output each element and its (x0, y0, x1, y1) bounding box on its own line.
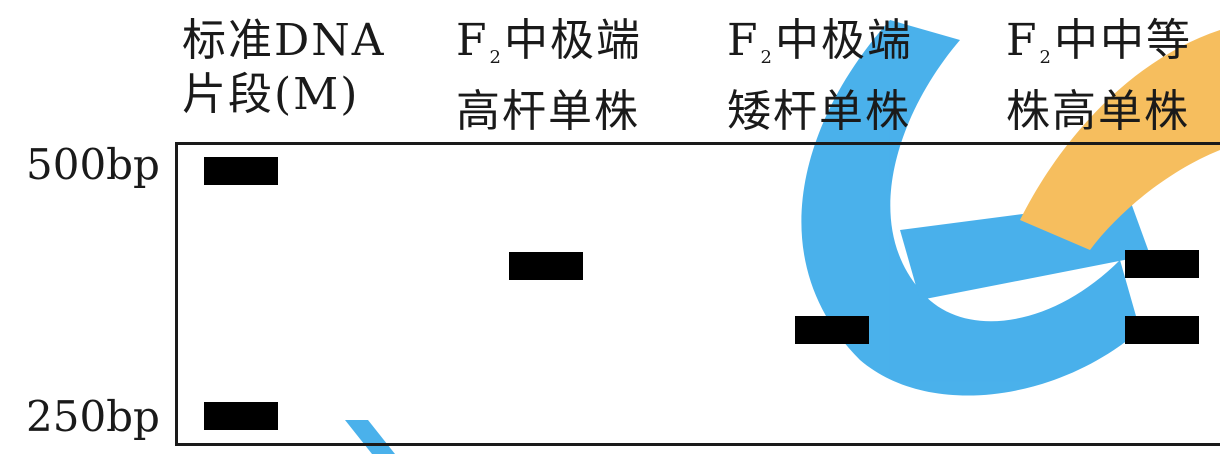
lane-header-desc: 中极端 (774, 15, 913, 66)
band-marker-500bp (204, 157, 278, 185)
lane-header-line1: 标准DNA (182, 15, 386, 66)
marker-label-500bp: 500bp (26, 140, 160, 189)
lane-header-line2: 矮杆单株 (727, 86, 911, 137)
lane-header-f: F (727, 15, 760, 66)
band-medium-plant-lower (1125, 316, 1199, 344)
lane-header-line2: 高杆单株 (456, 86, 640, 137)
lane-header-tall: F2中极端 高杆单株 (456, 14, 642, 139)
lane-header-medium: F2中中等 株高单株 (1006, 14, 1192, 139)
band-marker-250bp (204, 402, 278, 430)
watermark-orange-stroke (1020, 30, 1220, 250)
lane-header-marker: 标准DNA 片段(M) (182, 14, 386, 122)
band-tall-plant (509, 252, 583, 280)
gel-frame (175, 142, 1220, 446)
lane-header-f: F (1006, 15, 1039, 66)
band-short-plant (795, 316, 869, 344)
lane-header-subscript: 2 (1039, 47, 1051, 68)
band-medium-plant-upper (1125, 250, 1199, 278)
marker-label-250bp: 250bp (26, 392, 160, 441)
lane-header-subscript: 2 (489, 47, 501, 68)
lane-header-desc: 中中等 (1053, 15, 1192, 66)
lane-header-line2: 株高单株 (1006, 86, 1190, 137)
lane-header-short: F2中极端 矮杆单株 (727, 14, 913, 139)
watermark-blue-stroke (801, 20, 1140, 396)
lane-header-line1: F2中极端 (456, 14, 642, 85)
lane-header-subscript: 2 (760, 47, 772, 68)
lane-header-desc: 中极端 (503, 15, 642, 66)
lane-header-f: F (456, 15, 489, 66)
lane-header-line1: F2中极端 (727, 14, 913, 85)
lane-header-line1: F2中中等 (1006, 14, 1192, 85)
lane-header-line2: 片段(M) (182, 69, 360, 120)
